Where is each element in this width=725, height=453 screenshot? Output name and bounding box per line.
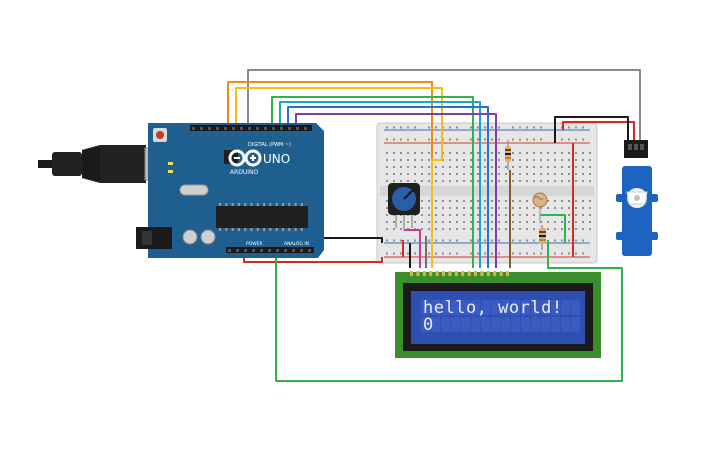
- wire-green-analog[interactable]: [275, 240, 623, 382]
- wire-cyan[interactable]: [279, 101, 481, 268]
- wires: [227, 69, 641, 382]
- wire-red-servo[interactable]: [562, 121, 635, 142]
- board-brand: ARDUINO: [230, 169, 259, 176]
- wire-purple[interactable]: [295, 113, 497, 268]
- resistor-top[interactable]: [505, 140, 511, 170]
- wire-green[interactable]: [271, 96, 474, 268]
- digital-header-label: DIGITAL (PWM ~): [248, 142, 291, 148]
- lcd-16x2[interactable]: hello, world! 0: [395, 271, 601, 358]
- wire-black-servo[interactable]: [554, 116, 629, 143]
- potentiometer-icon[interactable]: [388, 183, 420, 230]
- atmega-chip: [216, 206, 308, 228]
- wire-yellow[interactable]: [235, 87, 443, 268]
- lcd-line-1: hello, world!: [423, 298, 563, 318]
- wire-blue[interactable]: [287, 106, 489, 268]
- wire-gray-servo-signal[interactable]: [247, 69, 641, 142]
- analog-label: ANALOG IN: [284, 241, 309, 247]
- arduino-logo: [228, 149, 262, 167]
- board-model: UNO: [263, 152, 290, 166]
- servo-motor-icon[interactable]: [616, 140, 658, 256]
- wire-magenta[interactable]: [404, 229, 421, 268]
- arduino-uno-board[interactable]: UNO ARDUINO DIGITAL (PWM ~) POWER ANALOG…: [136, 123, 324, 258]
- lcd-line-2: 0: [423, 315, 434, 335]
- photoresistor-icon[interactable]: [532, 192, 548, 222]
- wire-green-ldr[interactable]: [540, 214, 566, 243]
- wire-orange[interactable]: [227, 81, 433, 160]
- power-label: POWER: [246, 241, 263, 247]
- resistor-bottom[interactable]: [539, 225, 546, 250]
- wire-black-gnd[interactable]: [318, 237, 383, 243]
